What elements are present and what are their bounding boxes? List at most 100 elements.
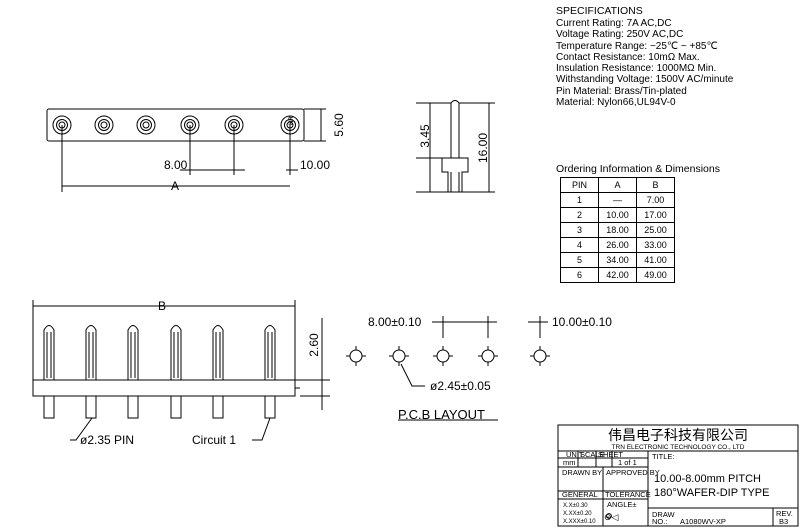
dim-pitch-label: 8.00 [164, 158, 188, 172]
table-cell: 42.00 [598, 267, 637, 283]
draw-label: DRAW [652, 510, 676, 519]
dim-b-label: B [158, 299, 166, 313]
top-pin [136, 115, 156, 135]
spec-item: Insulation Resistance: 1000MΩ Min. [556, 63, 717, 75]
front-pin [264, 325, 276, 419]
specs-title: SPECIFICATIONS [556, 5, 643, 17]
rev-label: REV. [776, 509, 793, 518]
tolerance-3: X.XXX±0.10 [563, 519, 596, 525]
pcb-hole [346, 346, 366, 366]
pcb-hole [389, 346, 409, 366]
side-view-pin [450, 100, 460, 158]
spec-item: Material: Nylon66,UL94V-0 [556, 97, 676, 109]
spec-item: Temperature Range: −25℃ ~ +85℃ [556, 40, 718, 52]
spec-item: Pin Material: Brass/Tin-plated [556, 85, 687, 97]
front-pin [212, 325, 224, 419]
table-header-cell: A [598, 177, 637, 193]
draw-no: A1080WV-XP [680, 517, 726, 526]
circuit-label: Circuit 1 [192, 433, 236, 447]
side-view-body [441, 157, 469, 193]
title-line-2: 180°WAFER-DIP TYPE [654, 487, 769, 499]
table-cell: 17.00 [636, 207, 675, 223]
unit-label: UNIT [566, 450, 584, 459]
front-pin [127, 325, 139, 419]
company-name-en: TRN ELECTRONIC TECHNOLOGY CO., LTD [612, 444, 745, 451]
tolerance-1: X.X±0.30 [563, 503, 588, 509]
drawn-by-label: DRAWN BY [562, 468, 602, 477]
pcb-hole [478, 346, 498, 366]
dim-a-label: A [171, 179, 179, 193]
top-pin [94, 115, 114, 135]
top-view [46, 108, 326, 192]
pcb-hole-label: ø2.45±0.05 [430, 379, 491, 393]
tolerance-label: TOLERANCE [605, 490, 651, 499]
title-line-1: 10.00-8.00mm PITCH [654, 473, 761, 485]
table-cell: 2 [560, 207, 599, 223]
table-cell: — [598, 192, 637, 208]
title-block-frame [557, 424, 799, 527]
spec-item: Current Rating: 7A AC,DC [556, 18, 672, 29]
general-label: GENERAL [562, 490, 598, 499]
table-cell: 7.00 [636, 192, 675, 208]
front-pin [85, 325, 97, 419]
front-view-pins [43, 325, 276, 419]
sheet-label: SHEET [598, 450, 623, 459]
unit-value: mm [563, 458, 576, 467]
pcb-pitch-label: 8.00±0.10 [368, 315, 422, 329]
table-cell: 34.00 [598, 252, 637, 268]
pcb-hole [433, 346, 453, 366]
pcb-holes [346, 346, 550, 366]
table-row: 1—7.00 [560, 192, 675, 208]
dim-front-height-label: 2.60 [307, 333, 321, 357]
side-view [416, 100, 495, 193]
spec-item: Voltage Rating: 250V AC,DC [556, 29, 684, 41]
hr-marker: HR [289, 116, 295, 125]
table-cell: 5 [560, 252, 599, 268]
sheet-value: 1 of 1 [618, 458, 637, 467]
projection-symbol-icon: ⊖◁ [604, 512, 619, 522]
pcb-end-label: 10.00±0.10 [552, 315, 612, 329]
table-cell: 3 [560, 222, 599, 238]
front-view [32, 300, 330, 441]
table-cell: 6 [560, 267, 599, 283]
spec-item: Contact Resistance: 10mΩ Max. [556, 51, 700, 63]
company-name-cn: 伟昌电子科技有限公司 [608, 427, 748, 443]
rev-value: B3 [779, 517, 788, 526]
top-view-pins [52, 115, 300, 135]
table-cell: 26.00 [598, 237, 637, 253]
dim-end-label: 10.00 [300, 158, 330, 172]
table-cell: 25.00 [636, 222, 675, 238]
table-header-cell: PIN [560, 177, 599, 193]
table-header-cell: B [636, 177, 675, 193]
front-pin [170, 325, 182, 419]
table-cell: 10.00 [598, 207, 637, 223]
draw-no-label: NO.: [652, 517, 667, 526]
table-cell: 4 [560, 237, 599, 253]
table-cell: 1 [560, 192, 599, 208]
spec-item: Withstanding Voltage: 1500V AC/minute [556, 74, 734, 86]
top-view-housing [46, 108, 305, 142]
dim-upper-label: 3.45 [418, 124, 432, 148]
ordering-title: Ordering Information & Dimensions [556, 163, 720, 175]
dim-total-label: 16.00 [476, 133, 490, 163]
pcb-layout [346, 316, 550, 421]
table-cell: 41.00 [636, 252, 675, 268]
title-label: TITLE: [652, 452, 675, 461]
pin-label: ø2.35 PIN [80, 433, 134, 447]
table-cell: 33.00 [636, 237, 675, 253]
table-cell: 49.00 [636, 267, 675, 283]
front-view-housing [32, 379, 296, 397]
approved-label: APPROVED BY [606, 468, 660, 477]
angle-label: ANGLE± [607, 500, 637, 509]
pcb-title: P.C.B LAYOUT [398, 407, 485, 422]
tolerance-2: X.XX±0.20 [563, 511, 592, 517]
table-cell: 18.00 [598, 222, 637, 238]
pcb-hole [530, 346, 550, 366]
